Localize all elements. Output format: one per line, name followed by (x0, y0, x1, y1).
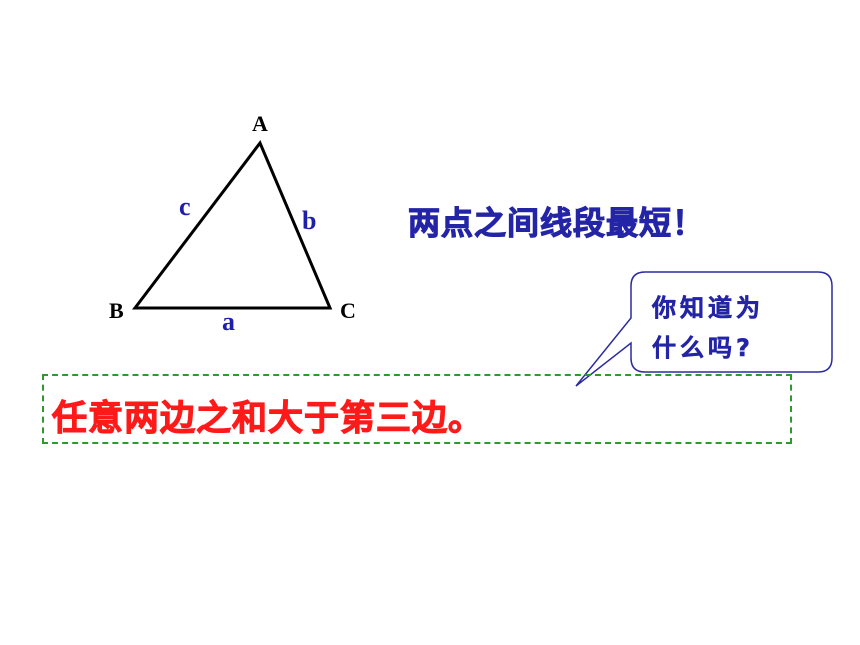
triangle-abc (131, 140, 333, 310)
shortest-segment-statement: 两点之间线段最短！ (407, 204, 706, 243)
side-label-ca: b (302, 206, 316, 235)
speech-bubble-text: 你知道为 什么吗? (652, 288, 822, 368)
speech-bubble (575, 271, 833, 387)
triangle-inequality-theorem: 任意两边之和大于第三边。 (51, 399, 485, 440)
side-label-bc: a (222, 307, 235, 336)
vertex-label-a: A (252, 111, 268, 136)
speech-bubble-line-1: 你知道为 (652, 294, 764, 323)
side-label-ab: c (179, 192, 191, 221)
theorem-dashed-box (42, 374, 792, 444)
vertex-label-c: C (340, 298, 356, 323)
speech-bubble-line-2: 什么吗? (652, 334, 754, 363)
vertex-label-b: B (109, 298, 124, 323)
